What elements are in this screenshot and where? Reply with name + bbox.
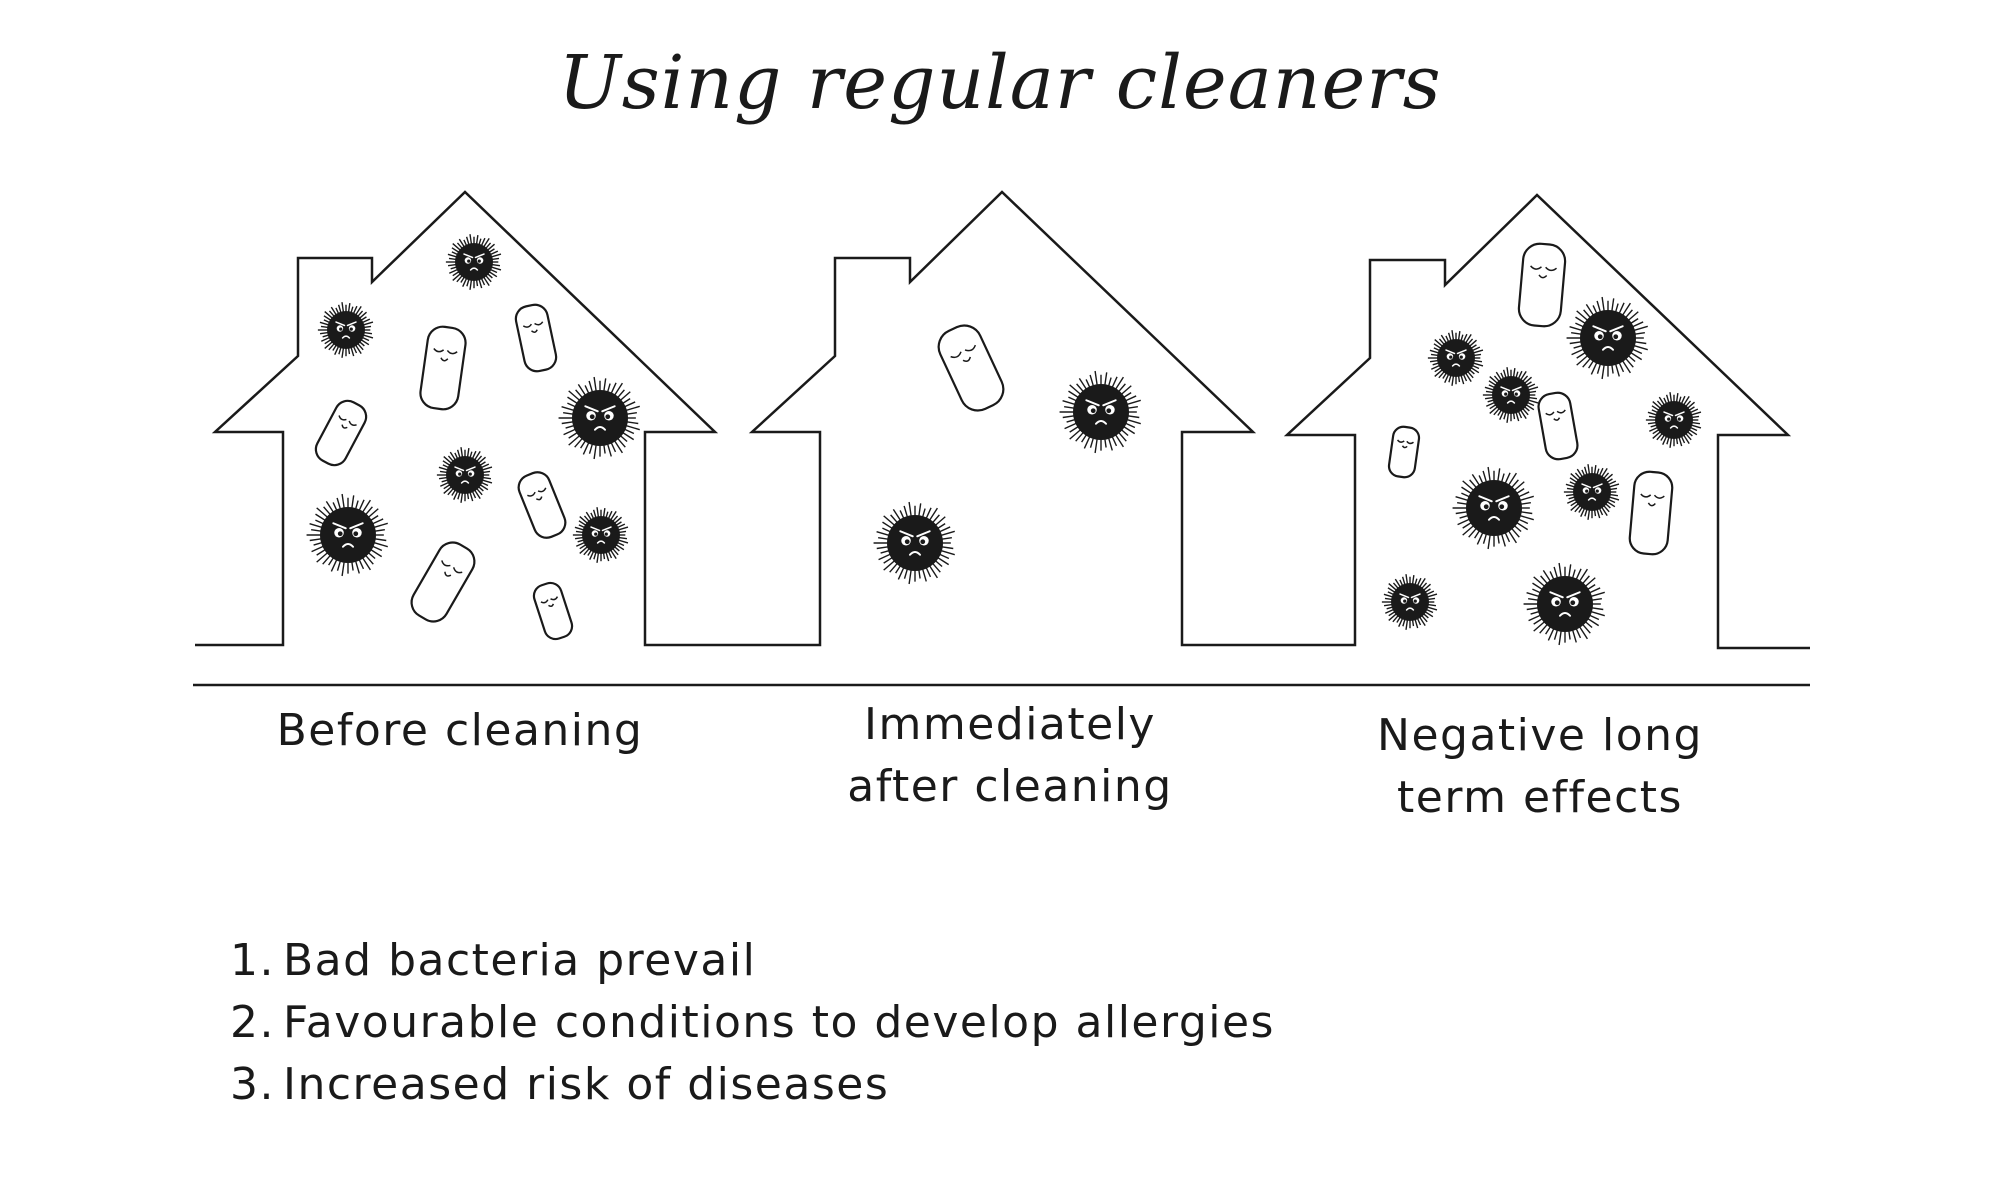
- effects-list-item: 1. Bad bacteria prevail: [225, 930, 1275, 992]
- caption-line: term effects: [1397, 772, 1683, 823]
- good-bacteria-icon: [532, 581, 574, 641]
- bad-bacteria-icon: [1482, 367, 1539, 423]
- bad-bacteria-icon: [1059, 370, 1141, 454]
- caption-line: Before cleaning: [276, 705, 644, 756]
- bad-bacteria-icon: [873, 501, 955, 585]
- good-bacteria-icon: [419, 325, 467, 411]
- houses-outline: [193, 190, 1810, 687]
- list-number: 3.: [230, 1059, 275, 1110]
- caption-line: Negative long: [1377, 710, 1703, 761]
- bad-bacteria-icon: [1523, 562, 1605, 646]
- good-bacteria-icon: [1517, 242, 1567, 328]
- caption-line: Immediately: [864, 699, 1156, 750]
- bad-bacteria-icon: [558, 376, 640, 460]
- bad-bacteria-icon: [1452, 466, 1534, 550]
- caption-before-cleaning: Before cleaning: [210, 700, 710, 762]
- bacteria-group: [306, 234, 1702, 646]
- good-bacteria-icon: [410, 541, 476, 623]
- good-bacteria-icon: [1537, 391, 1579, 461]
- list-text: Favourable conditions to develop allergi…: [283, 997, 1275, 1048]
- effects-list: 1. Bad bacteria prevail 2. Favourable co…: [225, 930, 1275, 1116]
- bad-bacteria-icon: [1645, 392, 1702, 448]
- bad-bacteria-icon: [1427, 330, 1484, 386]
- diagram-title: Using regular cleaners: [558, 40, 1442, 126]
- good-bacteria-icon: [1387, 425, 1421, 479]
- caption-long-term-effects: Negative long term effects: [1290, 705, 1790, 829]
- bad-bacteria-icon: [1381, 574, 1438, 630]
- caption-line: after cleaning: [847, 761, 1173, 812]
- good-bacteria-icon: [937, 324, 1005, 412]
- bad-bacteria-icon: [1566, 296, 1648, 380]
- bad-bacteria-icon: [445, 234, 502, 290]
- house-1-outline: [195, 190, 1810, 650]
- bad-bacteria-icon: [1563, 464, 1620, 520]
- list-text: Bad bacteria prevail: [283, 935, 757, 986]
- good-bacteria-icon: [514, 303, 558, 373]
- bad-bacteria-icon: [436, 447, 493, 503]
- bad-bacteria-icon: [572, 507, 629, 563]
- good-bacteria-icon: [1628, 470, 1674, 556]
- caption-immediately-after: Immediately after cleaning: [760, 694, 1260, 818]
- good-bacteria-icon: [517, 471, 567, 539]
- list-text: Increased risk of diseases: [283, 1059, 890, 1110]
- list-number: 2.: [230, 997, 275, 1048]
- bad-bacteria-icon: [306, 493, 388, 577]
- bad-bacteria-icon: [317, 302, 374, 358]
- effects-list-item: 3. Increased risk of diseases: [225, 1054, 1275, 1116]
- good-bacteria-icon: [314, 399, 368, 467]
- effects-list-item: 2. Favourable conditions to develop alle…: [225, 992, 1275, 1054]
- list-number: 1.: [230, 935, 275, 986]
